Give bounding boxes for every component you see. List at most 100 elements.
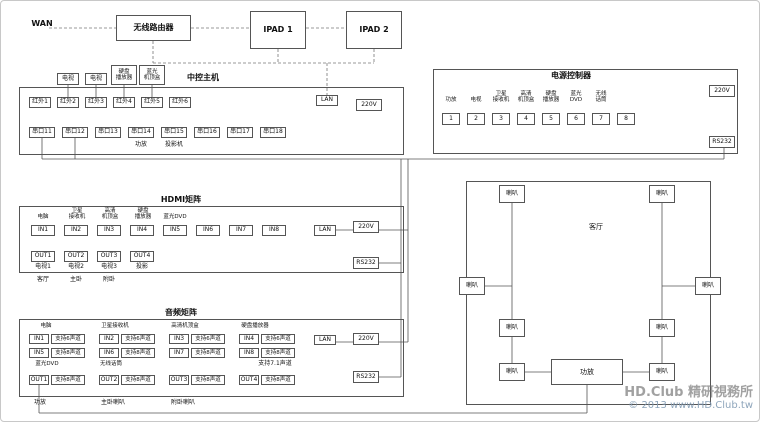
audio-note-71: 支持7.1声道: [258, 360, 292, 367]
ipad2-box: IPAD 2: [346, 11, 402, 49]
hdmi-device-bluray: 蓝光DVD: [163, 214, 187, 220]
audio-device-hd-stb: 高清机顶盒: [171, 323, 199, 329]
power-controller-panel: [433, 69, 738, 154]
power-controller-rs232-port: RS232: [709, 136, 735, 148]
channel-outlet-5: 5: [542, 113, 560, 125]
hdmi-input-4: IN4: [130, 225, 154, 236]
hdmi-power-port: 220V: [353, 221, 379, 233]
hdmi-room-master: 主卧: [69, 276, 82, 283]
hdmi-output-3: OUT3: [97, 251, 121, 262]
channel-label-2: 电视: [470, 97, 482, 103]
audio-out-label-master: 主卧喇叭: [100, 399, 125, 406]
hdmi-device-pc: 电脑: [37, 214, 49, 220]
channel-outlet-4: 4: [517, 113, 535, 125]
audio-output-4-cap: 支持8声道: [261, 375, 295, 385]
audio-input-4-cap: 支持6声道: [261, 334, 295, 344]
audio-input-5-cap: 支持8声道: [51, 348, 85, 358]
speaker-mid-right: 喇叭: [695, 277, 721, 295]
serial-amp-label: 功放: [134, 141, 147, 148]
hdmi-matrix-panel: [19, 206, 404, 273]
hdmi-device-hdd-player: 硬盘 播放器: [134, 208, 152, 221]
ipad1-box: IPAD 1: [250, 11, 306, 49]
serial-port-12: 串口12: [62, 127, 88, 138]
channel-outlet-8: 8: [617, 113, 635, 125]
hdmi-input-3: IN3: [97, 225, 121, 236]
hdmi-out-label-tv3: 电视3: [101, 263, 117, 270]
audio-source-bluray: 蓝光DVD: [35, 361, 59, 367]
audio-input-8-cap: 支持8声道: [261, 348, 295, 358]
hdmi-lan-port: LAN: [314, 225, 336, 236]
ir-port-5: 红外5: [141, 97, 163, 108]
wireless-router-box: 无线路由器: [116, 15, 191, 41]
watermark-line2: © 2013 www.HD.Club.tw: [628, 400, 753, 411]
ir-port-1: 红外1: [29, 97, 51, 108]
audio-output-3-cap: 支持8声道: [191, 375, 225, 385]
hdmi-output-2: OUT2: [64, 251, 88, 262]
serial-projector-label: 投影机: [164, 141, 183, 148]
audio-device-hdd-player: 硬盘播放器: [241, 323, 269, 329]
hdmi-device-satellite: 卫星 接收机: [68, 208, 86, 221]
audio-power-port: 220V: [353, 333, 379, 345]
audio-output-4: OUT4: [239, 375, 259, 385]
hdmi-room-living: 客厅: [36, 276, 49, 283]
channel-outlet-2: 2: [467, 113, 485, 125]
hdmi-input-5: IN5: [163, 225, 187, 236]
speaker-bottom-left: 喇叭: [499, 363, 525, 381]
audio-out-label-amp: 功放: [33, 399, 46, 406]
speaker-inner-left: 喇叭: [499, 319, 525, 337]
hdmi-matrix-title: HDMI矩阵: [160, 195, 202, 204]
speaker-top-left: 喇叭: [499, 185, 525, 203]
speaker-mid-left: 喇叭: [459, 277, 485, 295]
living-room-label: 客厅: [589, 223, 603, 231]
audio-input-7-cap: 支持8声道: [191, 348, 225, 358]
channel-label-1: 功放: [445, 97, 457, 103]
channel-outlet-6: 6: [567, 113, 585, 125]
audio-output-2: OUT2: [99, 375, 119, 385]
watermark: HD.Club 精研視務所 © 2013 www.HD.Club.tw: [624, 381, 753, 411]
audio-matrix-panel: [19, 319, 404, 397]
central-controller-panel: [19, 87, 404, 155]
audio-rs232-port: RS232: [353, 371, 379, 383]
ir-port-6: 红外6: [169, 97, 191, 108]
hdmi-rs232-port: RS232: [353, 257, 379, 269]
serial-port-15: 串口15: [161, 127, 187, 138]
power-controller-power-port: 220V: [709, 85, 735, 97]
audio-out-label-second: 附卧喇叭: [170, 399, 195, 406]
speaker-top-right: 喇叭: [649, 185, 675, 203]
serial-port-16: 串口16: [194, 127, 220, 138]
channel-label-7: 无线 话筒: [595, 91, 607, 104]
audio-source-mic: 无线话筒: [99, 361, 122, 367]
ir-port-2: 红外2: [57, 97, 79, 108]
audio-input-3-cap: 支持6声道: [191, 334, 225, 344]
power-controller-title: 电源控制器: [551, 71, 591, 80]
host-device-hdd-player: 硬盘 播放器: [111, 65, 137, 85]
audio-output-2-cap: 支持8声道: [121, 375, 155, 385]
audio-device-satellite: 卫星接收机: [101, 323, 129, 329]
channel-label-6: 蓝光 DVD: [569, 91, 583, 104]
audio-lan-port: LAN: [314, 335, 336, 345]
audio-input-2: IN2: [99, 334, 119, 344]
watermark-line1: HD.Club 精研視務所: [624, 385, 753, 400]
host-lan-port: LAN: [316, 95, 338, 106]
ir-port-3: 红外3: [85, 97, 107, 108]
channel-outlet-1: 1: [442, 113, 460, 125]
serial-port-14: 串口14: [128, 127, 154, 138]
room-amplifier-box: 功放: [551, 359, 623, 385]
hdmi-input-8: IN8: [262, 225, 286, 236]
channel-label-5: 硬盘 播放器: [542, 91, 560, 104]
audio-input-3: IN3: [169, 334, 189, 344]
host-device-tv2: 电视: [85, 73, 107, 85]
audio-input-1: IN1: [29, 334, 49, 344]
hdmi-input-2: IN2: [64, 225, 88, 236]
serial-port-18: 串口18: [260, 127, 286, 138]
channel-outlet-3: 3: [492, 113, 510, 125]
ir-port-4: 红外4: [113, 97, 135, 108]
channel-outlet-7: 7: [592, 113, 610, 125]
host-power-port: 220V: [356, 99, 382, 111]
audio-output-3: OUT3: [169, 375, 189, 385]
channel-label-4: 高清 机顶盒: [517, 91, 535, 104]
hdmi-input-6: IN6: [196, 225, 220, 236]
audio-output-1-cap: 支持8声道: [51, 375, 85, 385]
